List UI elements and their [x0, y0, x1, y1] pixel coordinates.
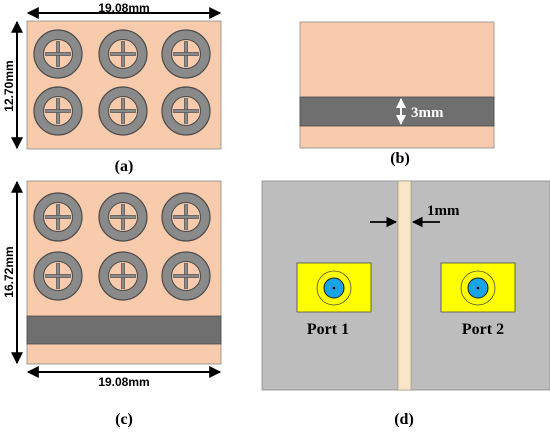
width-label-a: 19.08mm: [98, 1, 149, 15]
caption-b: (b): [390, 150, 410, 167]
panel-c: 16.72mm 19.08mm (c): [2, 180, 222, 428]
gap-label: 1mm: [427, 203, 460, 219]
panel-b: 3mm (b): [299, 21, 495, 167]
metal-strip-c: [26, 315, 222, 345]
panel-a: 19.08mm 12.70mm (a): [2, 1, 222, 175]
ring-element: [33, 29, 83, 79]
substrate-b: [299, 21, 495, 149]
port-2: Port 2: [440, 262, 516, 338]
slot-gap: [397, 180, 412, 391]
panel-d: 1mm Port 1 Port 2 (d): [261, 180, 550, 428]
ring-element: [161, 192, 211, 242]
ring-element: [161, 29, 211, 79]
port-1: Port 1: [296, 262, 372, 338]
port-1-label: Port 1: [307, 321, 349, 338]
ring-element: [33, 86, 83, 136]
ring-element: [33, 251, 83, 301]
metal-strip-b: [299, 96, 495, 127]
height-label-c: 16.72mm: [2, 246, 16, 297]
ring-element: [98, 192, 148, 242]
strip-width-label: 3mm: [411, 105, 444, 121]
caption-c: (c): [115, 411, 133, 428]
ring-element: [98, 251, 148, 301]
caption-d: (d): [394, 411, 414, 428]
port-1-pin: [332, 286, 336, 290]
width-label-c: 19.08mm: [98, 375, 149, 389]
ring-element: [161, 86, 211, 136]
ring-element: [98, 86, 148, 136]
ring-element: [161, 251, 211, 301]
port-2-label: Port 2: [462, 321, 504, 338]
ring-element: [33, 192, 83, 242]
ring-element: [98, 29, 148, 79]
port-2-pin: [476, 286, 480, 290]
caption-a: (a): [115, 158, 134, 175]
height-label-a: 12.70mm: [2, 60, 16, 111]
